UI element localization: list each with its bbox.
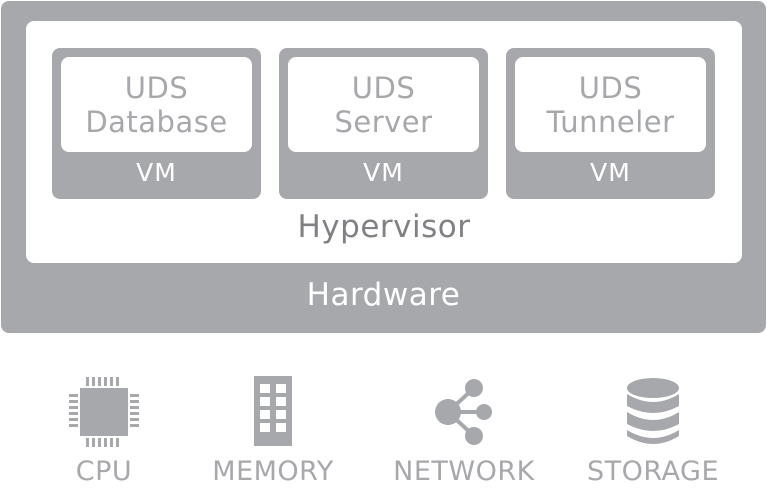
vm-box-tunneler: UDS Tunneler VM [506,48,715,199]
resource-label-cpu: CPU [75,456,133,487]
resource-cpu: CPU [14,376,194,487]
vm-app-name-line1: UDS [124,70,189,105]
resource-network: NETWORK [374,376,554,487]
resource-label-memory: MEMORY [212,456,334,487]
vm-label: VM [590,158,631,187]
vm-label: VM [363,158,404,187]
hypervisor-label: Hypervisor [297,209,471,245]
resource-storage: STORAGE [563,376,743,487]
vm-app-name-line1: UDS [578,70,643,105]
vm-app-box: UDS Server [288,57,479,152]
hardware-label: Hardware [306,277,461,313]
network-icon [435,379,492,445]
resource-label-network: NETWORK [393,456,535,487]
cpu-icon [69,377,139,447]
hypervisor-layer: UDS Database VM UDS Server VM UDS Tunnel… [26,21,742,263]
vm-app-name-line2: Tunneler [546,104,675,139]
vm-label: VM [136,158,177,187]
resource-memory: MEMORY [183,376,363,487]
vm-app-name-line2: Server [334,104,433,139]
vm-app-name-line1: UDS [351,70,416,105]
resource-label-storage: STORAGE [586,456,720,487]
hardware-layer: UDS Database VM UDS Server VM UDS Tunnel… [1,1,766,333]
vm-app-box: UDS Tunneler [515,57,706,152]
vm-box-server: UDS Server VM [279,48,488,199]
vm-app-name-line2: Database [85,104,228,139]
storage-icon [627,378,679,444]
memory-icon [254,376,292,446]
vm-app-box: UDS Database [61,57,252,152]
vm-box-database: UDS Database VM [52,48,261,199]
